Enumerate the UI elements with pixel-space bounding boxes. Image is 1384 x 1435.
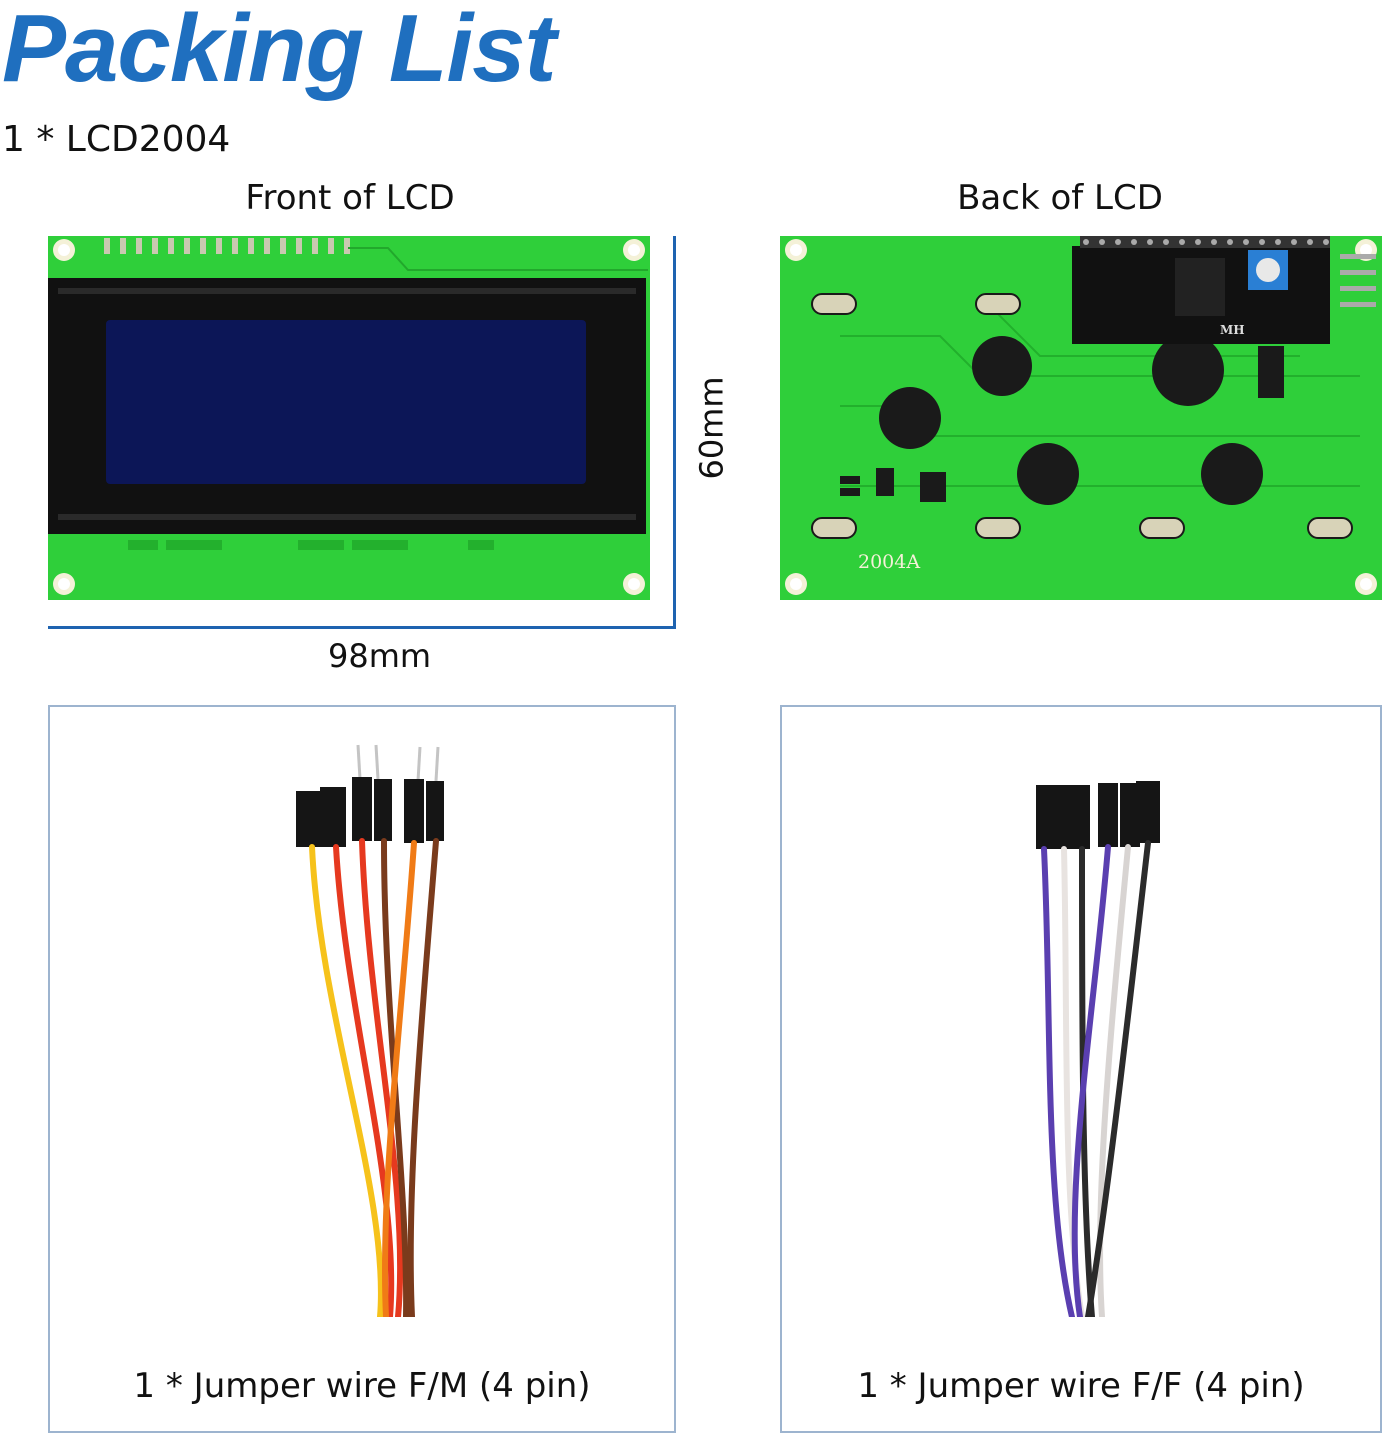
- back-caption: Back of LCD: [957, 178, 1163, 218]
- width-dimension-line: [48, 626, 676, 629]
- accessory-card-ff-wire: 1 * Jumper wire F/F (4 pin): [780, 705, 1382, 1433]
- model-marking: 2004A: [858, 551, 920, 573]
- height-dimension-line: [673, 236, 676, 629]
- front-caption: Front of LCD: [245, 178, 455, 218]
- height-dimension-label: 60mm: [692, 376, 731, 480]
- jumper-wire-fm-image: [296, 744, 444, 1317]
- accessory-label: 1 * Jumper wire F/M (4 pin): [133, 1366, 591, 1407]
- jumper-wire-ff-image: [1036, 781, 1160, 1317]
- lcd-back-image: 2004A MH: [780, 236, 1382, 600]
- lcd-front-image: [48, 236, 650, 600]
- lcd-item-label: 1 * LCD2004: [2, 119, 231, 160]
- accessory-card-fm-wire: 1 * Jumper wire F/M (4 pin): [48, 705, 676, 1433]
- page-title: Packing List: [2, 0, 556, 102]
- width-dimension-label: 98mm: [328, 637, 432, 675]
- accessory-label: 1 * Jumper wire F/F (4 pin): [857, 1366, 1305, 1407]
- module-marking: MH: [1220, 323, 1245, 337]
